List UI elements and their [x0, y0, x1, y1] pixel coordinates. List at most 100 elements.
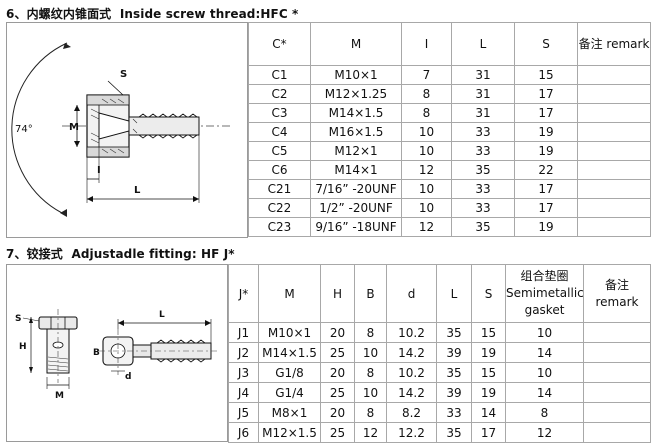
- table-cell: 19: [514, 122, 578, 142]
- table-cell: 14.2: [386, 382, 437, 403]
- header-cell-remark: 备注 remark: [583, 264, 651, 323]
- table-row: C4 M16×1.5 10 33 19: [248, 122, 651, 142]
- table-row: C22 1/2” -20UNF 10 33 17: [248, 198, 651, 218]
- table-cell: 17: [514, 84, 578, 104]
- header-cell: S: [514, 22, 578, 66]
- table-cell: C4: [248, 122, 311, 142]
- table-cell: 35: [436, 322, 472, 343]
- table-cell: 35: [451, 160, 515, 180]
- table-cell: 33: [451, 179, 515, 199]
- table-row: J6 M12×1.5 25 12 12.2 35 17 12: [228, 422, 651, 443]
- header-cell: L: [451, 22, 515, 66]
- table-cell: 9/16” -18UNF: [310, 217, 402, 237]
- table-cell: 10: [401, 179, 452, 199]
- table-cell: M12×1: [310, 141, 402, 161]
- table-cell: M12×1.5: [258, 422, 321, 443]
- section-7-number: 7、: [6, 247, 27, 261]
- remark-cell: [577, 84, 651, 104]
- table-cell: 19: [514, 217, 578, 237]
- table-cell: 1/2” -20UNF: [310, 198, 402, 218]
- angle-label: 74°: [15, 124, 33, 135]
- remark-cell: [583, 382, 651, 403]
- header-cell-remark: 备注 remark: [577, 22, 651, 66]
- table-cell: G1/4: [258, 382, 321, 403]
- section-6-table: C* M I L S 备注 remark C1 M10×1 7 31 15 C2…: [248, 22, 651, 237]
- table-header-row: C* M I L S 备注 remark: [248, 22, 651, 66]
- table-cell: 12: [505, 422, 584, 443]
- section-6-heading: 6、内螺纹内锥面式 Inside screw thread:HFC *: [6, 5, 298, 22]
- section-7-title-en: Adjustadle fitting: HF J*: [71, 247, 235, 261]
- section-6-title-en: Inside screw thread:HFC *: [119, 7, 299, 21]
- remark-cell: [583, 402, 651, 423]
- table-cell: 31: [451, 65, 515, 85]
- table-cell: 33: [451, 198, 515, 218]
- table-cell: 14: [471, 402, 506, 423]
- dim-m-label: M: [55, 391, 64, 401]
- section-7-heading: 7、铰接式 Adjustadle fitting: HF J*: [6, 245, 235, 262]
- header-cell: M: [258, 264, 321, 323]
- header-cell: L: [436, 264, 472, 323]
- dim-b-label: B: [93, 348, 100, 358]
- table-cell: G1/8: [258, 362, 321, 383]
- table-cell: 10: [354, 382, 387, 403]
- table-row: C2 M12×1.25 8 31 17: [248, 84, 651, 104]
- table-cell: 10: [354, 342, 387, 363]
- dim-s-label: S: [15, 314, 21, 324]
- table-cell: 33: [436, 402, 472, 423]
- table-cell: C6: [248, 160, 311, 180]
- remark-cell: [577, 122, 651, 142]
- table-cell: 35: [451, 217, 515, 237]
- section-7-drawing: S H M B d L: [6, 264, 228, 442]
- table-cell: M10×1: [258, 322, 321, 343]
- section-7-table: J* M H B d L S 组合垫圈 Semimetallic gasket …: [228, 264, 651, 443]
- header-cell: J*: [228, 264, 259, 323]
- table-cell: C23: [248, 217, 311, 237]
- table-cell: 8.2: [386, 402, 437, 423]
- table-cell: 10: [505, 322, 584, 343]
- header-cell: I: [401, 22, 452, 66]
- table-cell: 22: [514, 160, 578, 180]
- table-cell: 25: [320, 382, 355, 403]
- table-cell: 19: [471, 342, 506, 363]
- table-cell: 8: [401, 84, 452, 104]
- table-cell: J1: [228, 322, 259, 343]
- table-cell: 14: [505, 382, 584, 403]
- table-cell: 8: [401, 103, 452, 123]
- table-cell: C22: [248, 198, 311, 218]
- table-cell: C2: [248, 84, 311, 104]
- dim-d-label: d: [125, 372, 131, 382]
- table-cell: J2: [228, 342, 259, 363]
- table-cell: 20: [320, 322, 355, 343]
- section-6-drawing: 74° S M: [6, 22, 248, 238]
- remark-cell: [577, 217, 651, 237]
- table-cell: 35: [436, 422, 472, 443]
- table-cell: 10: [505, 362, 584, 383]
- table-cell: 17: [471, 422, 506, 443]
- header-cell-gasket: 组合垫圈 Semimetallic gasket: [505, 264, 584, 323]
- table-cell: 15: [514, 65, 578, 85]
- table-row: C21 7/16” -20UNF 10 33 17: [248, 179, 651, 199]
- table-cell: 8: [505, 402, 584, 423]
- dim-h-label: H: [19, 342, 27, 352]
- table-cell: C5: [248, 141, 311, 161]
- table-cell: 17: [514, 198, 578, 218]
- header-cell: H: [320, 264, 355, 323]
- table-cell: 14.2: [386, 342, 437, 363]
- table-cell: 19: [514, 141, 578, 161]
- table-cell: 8: [354, 322, 387, 343]
- header-cell: B: [354, 264, 387, 323]
- table-row: J1 M10×1 20 8 10.2 35 15 10: [228, 322, 651, 343]
- table-cell: M8×1: [258, 402, 321, 423]
- table-cell: 12: [401, 217, 452, 237]
- table-cell: 33: [451, 122, 515, 142]
- dim-l-label: L: [134, 185, 141, 196]
- remark-cell: [583, 422, 651, 443]
- table-cell: 15: [471, 362, 506, 383]
- table-row: C1 M10×1 7 31 15: [248, 65, 651, 85]
- table-cell: 20: [320, 362, 355, 383]
- table-cell: M14×1.5: [258, 342, 321, 363]
- header-cell: S: [471, 264, 506, 323]
- table-cell: 17: [514, 103, 578, 123]
- table-cell: 39: [436, 342, 472, 363]
- table-cell: M14×1.5: [310, 103, 402, 123]
